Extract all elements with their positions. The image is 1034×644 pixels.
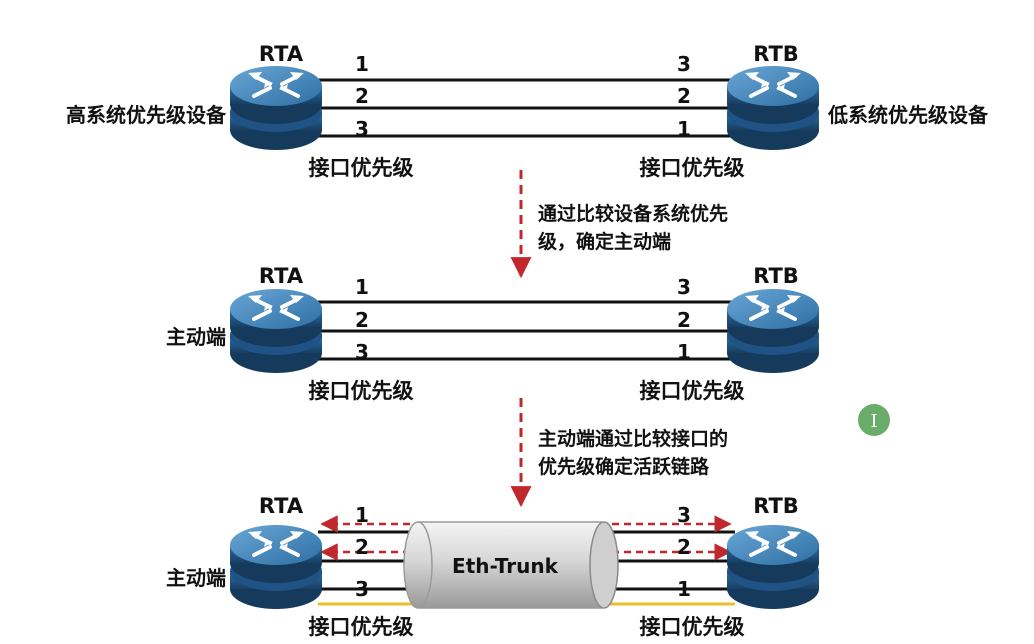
left-port-number: 1 bbox=[355, 52, 369, 76]
step-2: 主动端通过比较接口的 优先级确定活跃链路 bbox=[510, 398, 728, 508]
router-rta-icon bbox=[228, 64, 324, 152]
left-port-number: 2 bbox=[355, 535, 369, 559]
right-port-number: 3 bbox=[677, 52, 691, 76]
rtb-label: RTB bbox=[753, 494, 799, 518]
step-1-line-2: 级，确定主动端 bbox=[538, 230, 671, 253]
rta-label: RTA bbox=[259, 494, 304, 518]
step-2-line-1: 主动端通过比较接口的 bbox=[538, 427, 728, 450]
link-lines bbox=[318, 300, 735, 361]
panel-2: RTA RTB 主动端 1 2 3 3 2 1 接口优先级 接口优先级 bbox=[166, 264, 821, 403]
right-port-number: 1 bbox=[677, 577, 691, 601]
left-port-number: 3 bbox=[355, 117, 369, 141]
panel-3: RTA RTB Eth-Trunk 主动端 1 2 3 bbox=[166, 494, 821, 639]
router-rtb-icon bbox=[725, 64, 821, 152]
high-priority-device-label: 高系统优先级设备 bbox=[66, 103, 227, 127]
right-port-priority-label: 接口优先级 bbox=[640, 615, 745, 639]
text-cursor-icon: I bbox=[870, 411, 877, 432]
actor-label: 主动端 bbox=[166, 325, 226, 349]
left-port-number: 3 bbox=[355, 340, 369, 364]
step-2-line-2: 优先级确定活跃链路 bbox=[538, 455, 710, 478]
right-port-priority-label: 接口优先级 bbox=[640, 379, 745, 403]
right-port-number: 1 bbox=[677, 340, 691, 364]
router-rtb-icon bbox=[725, 523, 821, 611]
rta-label: RTA bbox=[259, 264, 304, 288]
right-port-number: 2 bbox=[677, 308, 691, 332]
left-port-priority-label: 接口优先级 bbox=[309, 379, 414, 403]
link-lines bbox=[318, 78, 735, 138]
eth-trunk-label: Eth-Trunk bbox=[452, 554, 559, 578]
right-port-priority-label: 接口优先级 bbox=[640, 156, 745, 180]
right-port-number: 3 bbox=[677, 275, 691, 299]
left-port-number: 2 bbox=[355, 308, 369, 332]
cursor-indicator: I bbox=[858, 404, 890, 436]
rtb-label: RTB bbox=[753, 42, 799, 66]
left-port-number: 1 bbox=[355, 503, 369, 527]
rtb-label: RTB bbox=[753, 264, 799, 288]
actor-label: 主动端 bbox=[166, 566, 226, 590]
router-rta-icon bbox=[228, 287, 324, 375]
right-port-number: 1 bbox=[677, 117, 691, 141]
active-link-arrows bbox=[320, 515, 732, 561]
low-priority-device-label: 低系统优先级设备 bbox=[827, 103, 989, 127]
right-port-number: 2 bbox=[677, 84, 691, 108]
router-rta-icon bbox=[228, 523, 324, 611]
left-port-number: 2 bbox=[355, 84, 369, 108]
left-port-priority-label: 接口优先级 bbox=[309, 615, 414, 639]
rta-label: RTA bbox=[259, 42, 304, 66]
left-port-number: 3 bbox=[355, 577, 369, 601]
eth-trunk-tube: Eth-Trunk bbox=[403, 521, 619, 609]
step-1-line-1: 通过比较设备系统优先 bbox=[538, 202, 728, 225]
right-port-number: 2 bbox=[677, 535, 691, 559]
right-port-number: 3 bbox=[677, 503, 691, 527]
panel-1: RTA RTB 高系统优先级设备 低系统优先级设备 1 2 3 3 2 1 接口… bbox=[66, 42, 989, 180]
left-port-number: 1 bbox=[355, 275, 369, 299]
left-port-priority-label: 接口优先级 bbox=[309, 156, 414, 180]
step-1: 通过比较设备系统优先 级，确定主动端 bbox=[510, 170, 728, 279]
router-rtb-icon bbox=[725, 287, 821, 375]
